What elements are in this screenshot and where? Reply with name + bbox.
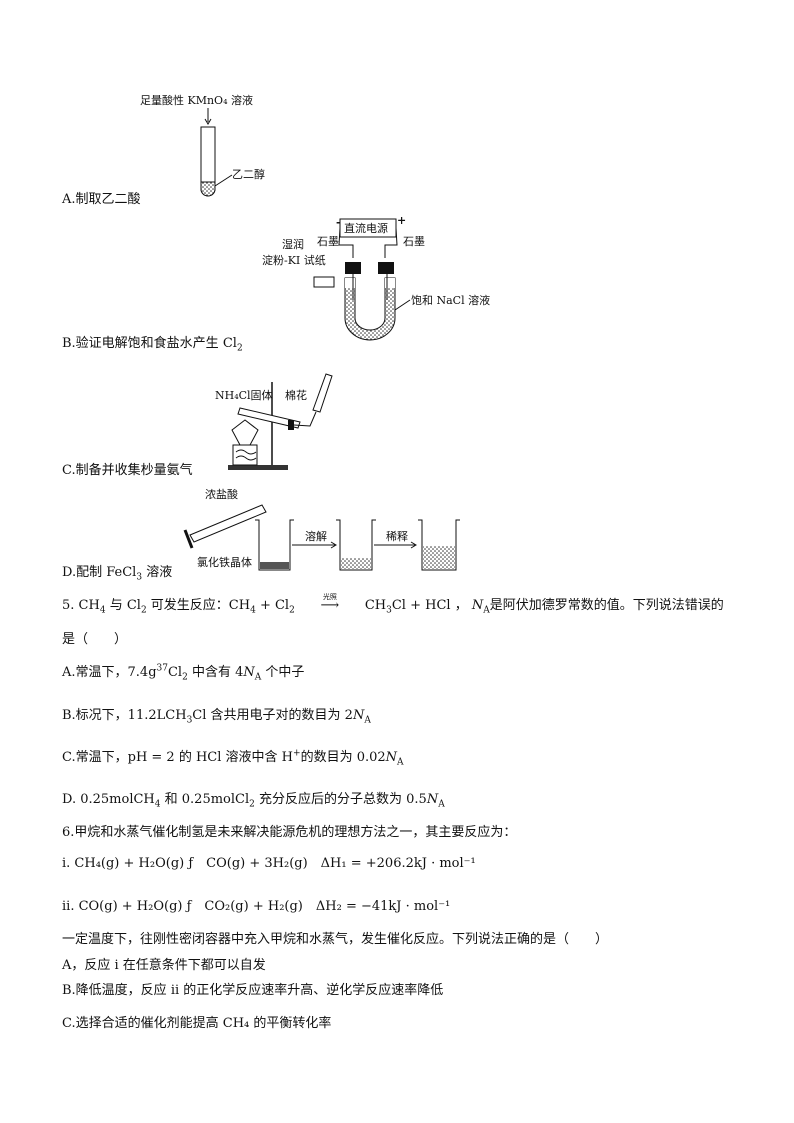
diagram-c-ammonia: NH₄Cl固体 棉花 <box>215 373 333 470</box>
diagram-a-test-tube: 足量酸性 KMnO₄ 溶液 乙二醇 <box>140 93 265 197</box>
graphite-right-label: 石墨 <box>403 235 425 248</box>
apparatus-diagrams: 足量酸性 KMnO₄ 溶液 乙二醇 直流电源 - + 石墨 石墨 湿润 淀粉-K… <box>140 93 490 571</box>
q5-stem-line2: 是（ ） <box>62 632 128 647</box>
plus-sign: + <box>397 214 406 227</box>
q6-question: 一定温度下，往刚性密闭容器中充入甲烷和水蒸气，发生催化反应。下列说法正确的是（ … <box>62 932 609 947</box>
q5-option-b: B.标况下，11.2LCH3Cl 含共用电子对的数目为 2NA <box>62 708 371 726</box>
q6-option-c: C.选择合适的催化剂能提高 CH₄ 的平衡转化率 <box>62 1016 332 1031</box>
q6-option-a: A，反应 i 在任意条件下都可以自发 <box>62 958 266 973</box>
graphite-left-label: 石墨 <box>317 235 339 248</box>
wet-label: 湿润 <box>282 237 304 251</box>
option-d-q4: D.配制 FeCl3 溶液 <box>62 565 173 583</box>
ki-paper-label: 淀粉-KI 试纸 <box>262 253 326 267</box>
minus-sign: - <box>336 216 341 229</box>
arrow-condition: 光照 <box>322 593 337 601</box>
diagram-d-fecl3: 浓盐酸 氯化铁晶体 溶解 稀释 <box>183 487 460 571</box>
diagram-b-electrolysis: 直流电源 - + 石墨 石墨 湿润 淀粉-KI 试纸 饱和 NaCl 溶液 <box>262 214 490 341</box>
fecl3-crystal-label: 氯化铁晶体 <box>197 555 252 569</box>
dc-power-label: 直流电源 <box>344 221 388 235</box>
kmno4-label: 足量酸性 KMnO₄ 溶液 <box>140 93 253 107</box>
nh4cl-label: NH₄Cl固体 <box>215 388 273 402</box>
q6-stem: 6.甲烷和水蒸气催化制氢是未来解决能源危机的理想方法之一，其主要反应为： <box>62 825 517 840</box>
q5-option-d: D. 0.25molCH4 和 0.25molCl2 充分反应后的分子总数为 0… <box>62 792 445 810</box>
q6-equation-i: i. CH₄(g) + H₂O(g) ƒ CO(g) + 3H₂(g) ΔH₁ … <box>62 856 476 871</box>
ethylene-glycol-label: 乙二醇 <box>232 167 265 181</box>
option-c-q4: C.制备并收集杪量氨气 <box>62 463 193 478</box>
option-a-q4: A.制取乙二酸 <box>62 192 141 207</box>
dilute-label: 稀释 <box>386 530 408 543</box>
q5-option-a: A.常温下，7.4g37Cl2 中含有 4NA 个中子 <box>62 663 305 683</box>
q5-option-c: C.常温下，pH = 2 的 HCl 溶液中含 H+的数目为 0.02NA <box>62 748 404 768</box>
dissolve-label: 溶解 <box>305 529 327 543</box>
hcl-label: 浓盐酸 <box>205 487 238 501</box>
option-b-q4: B.验证电解饱和食盐水产生 Cl2 <box>62 336 243 354</box>
q6-equation-ii: ii. CO(g) + H₂O(g) ƒ CO₂(g) + H₂(g) ΔH₂ … <box>62 899 451 914</box>
nacl-solution-label: 饱和 NaCl 溶液 <box>411 293 490 307</box>
q6-option-b: B.降低温度，反应 ii 的正化学反应速率升高、逆化学反应速率降低 <box>62 983 444 998</box>
cotton-label: 棉花 <box>285 388 307 402</box>
